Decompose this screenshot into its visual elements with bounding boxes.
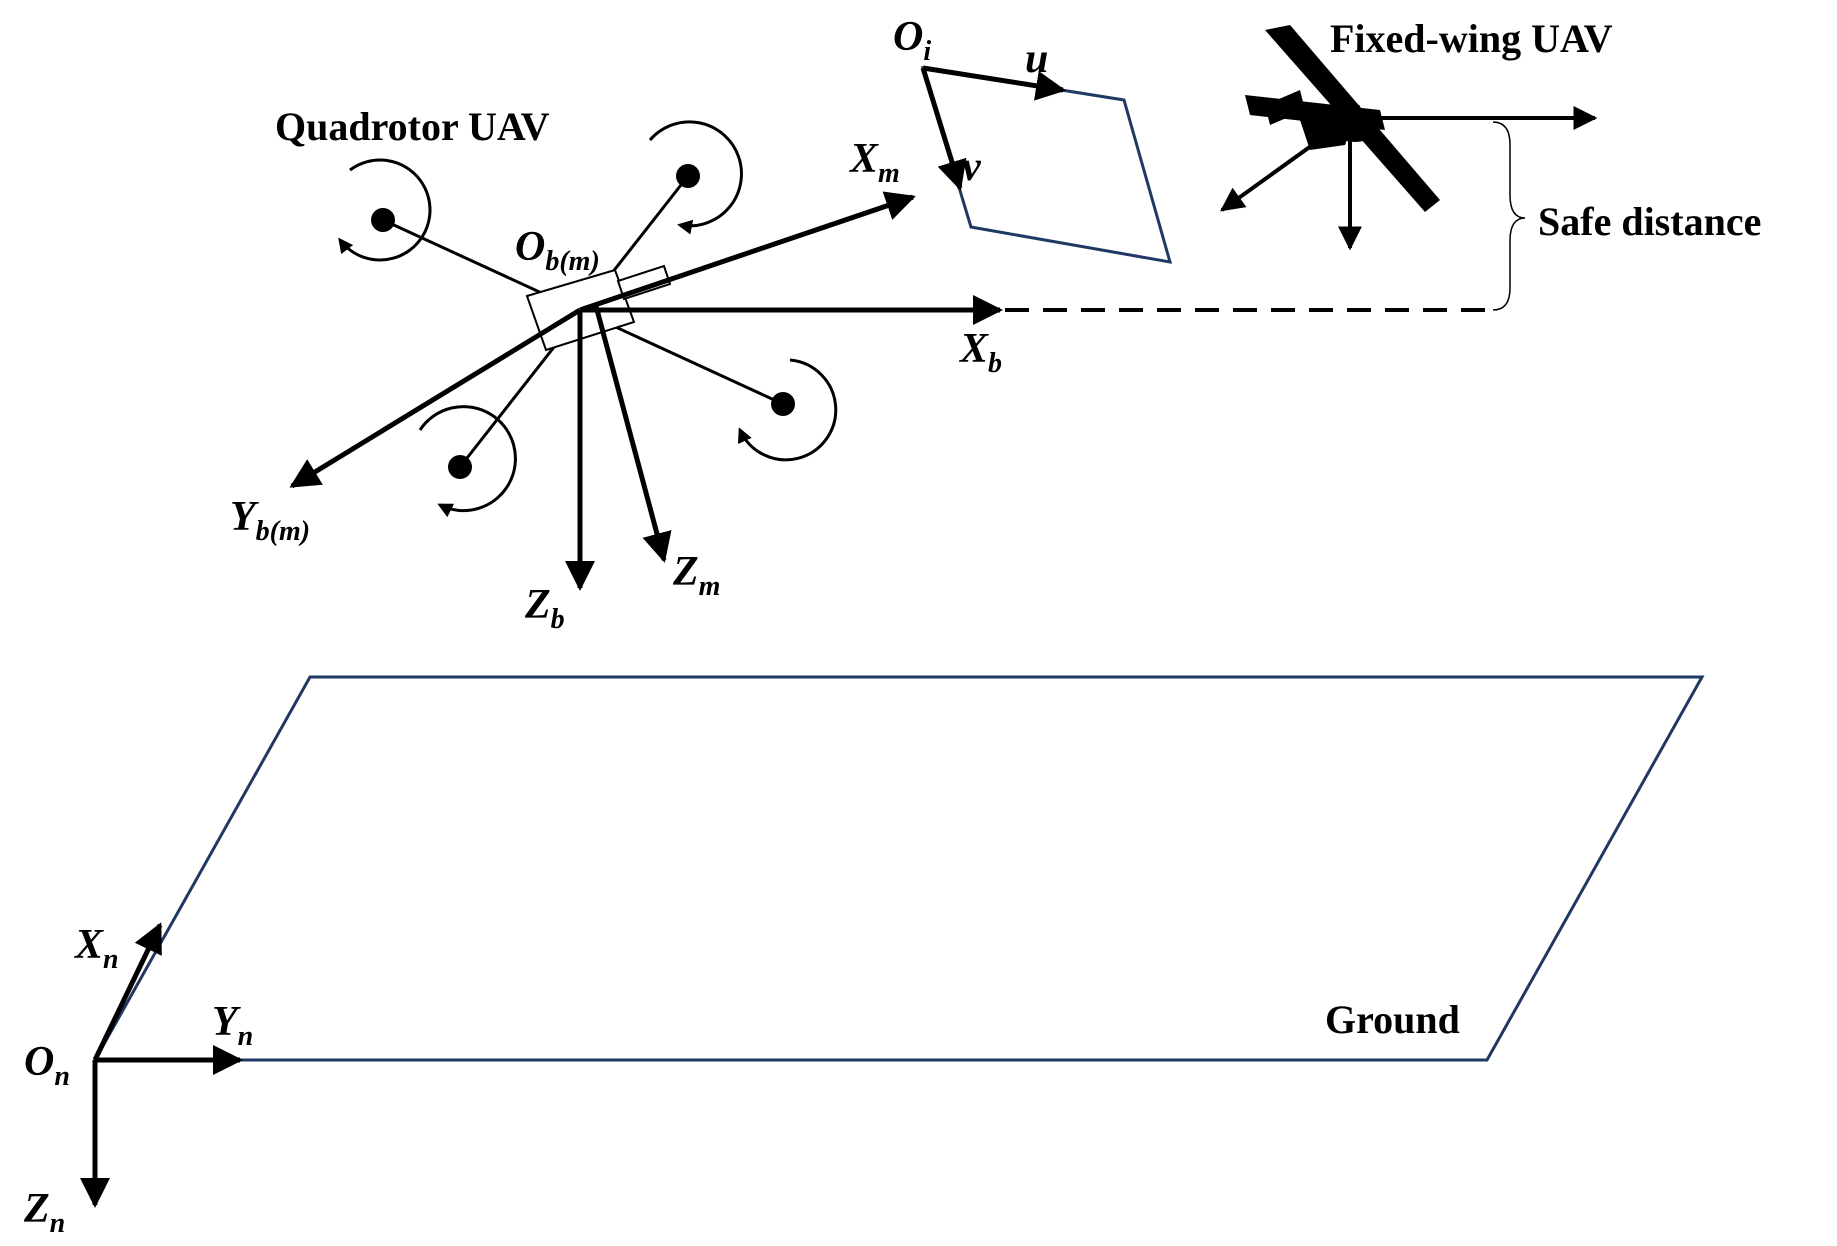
quadrotor-label: Quadrotor UAV <box>275 104 550 149</box>
z-b-label: Zb <box>524 582 565 635</box>
rotor-hub <box>371 208 395 232</box>
ground-plane <box>92 675 1705 1062</box>
x-n-label: Xn <box>73 922 119 975</box>
v-label: v <box>962 144 982 190</box>
image-plane: Oi u v <box>893 14 1173 264</box>
rotor-hub <box>771 392 795 416</box>
o-i-label: Oi <box>893 14 931 67</box>
v-axis-arrow <box>920 67 967 191</box>
rotation-arrow-icon <box>738 358 838 462</box>
rotation-arrow-icon <box>338 158 432 262</box>
z-m-label: Zm <box>672 549 720 602</box>
u-axis-arrow <box>922 65 1066 101</box>
rotation-arrow-icon <box>648 120 743 235</box>
o-bm-label: Ob(m) <box>515 224 600 277</box>
image-plane-outline <box>920 66 1173 264</box>
y-n-label: Yn <box>212 999 253 1052</box>
fixed-wing-uav: Fixed-wing UAV <box>1220 16 1613 251</box>
z-m-axis-arrow <box>593 305 672 563</box>
rotor-hub <box>448 455 472 479</box>
quadrotor: Quadrotor UAV Ob(m) Xm Xb Yb(m) Zb Zm <box>230 104 1490 635</box>
navigation-frame: Xn Yn On Zn <box>23 922 253 1239</box>
o-n-label: On <box>24 1039 70 1092</box>
fixed-wing-y-axis <box>1220 116 1352 212</box>
x-m-axis-arrow <box>579 191 916 313</box>
y-bm-label: Yb(m) <box>230 494 310 547</box>
u-label: u <box>1025 36 1048 82</box>
ground-label: Ground <box>1325 997 1460 1042</box>
rotor-hub <box>676 164 700 188</box>
rotation-arrow-icon <box>418 405 517 518</box>
x-b-label: Xb <box>958 326 1002 379</box>
fixed-wing-label: Fixed-wing UAV <box>1330 16 1613 61</box>
x-m-label: Xm <box>848 136 900 189</box>
safe-distance-brace: Safe distance <box>1492 121 1761 311</box>
y-bm-axis-arrow <box>289 307 582 489</box>
x-n-axis-arrow <box>92 922 163 1062</box>
z-n-label: Zn <box>23 1186 65 1239</box>
safe-distance-label: Safe distance <box>1538 199 1761 244</box>
